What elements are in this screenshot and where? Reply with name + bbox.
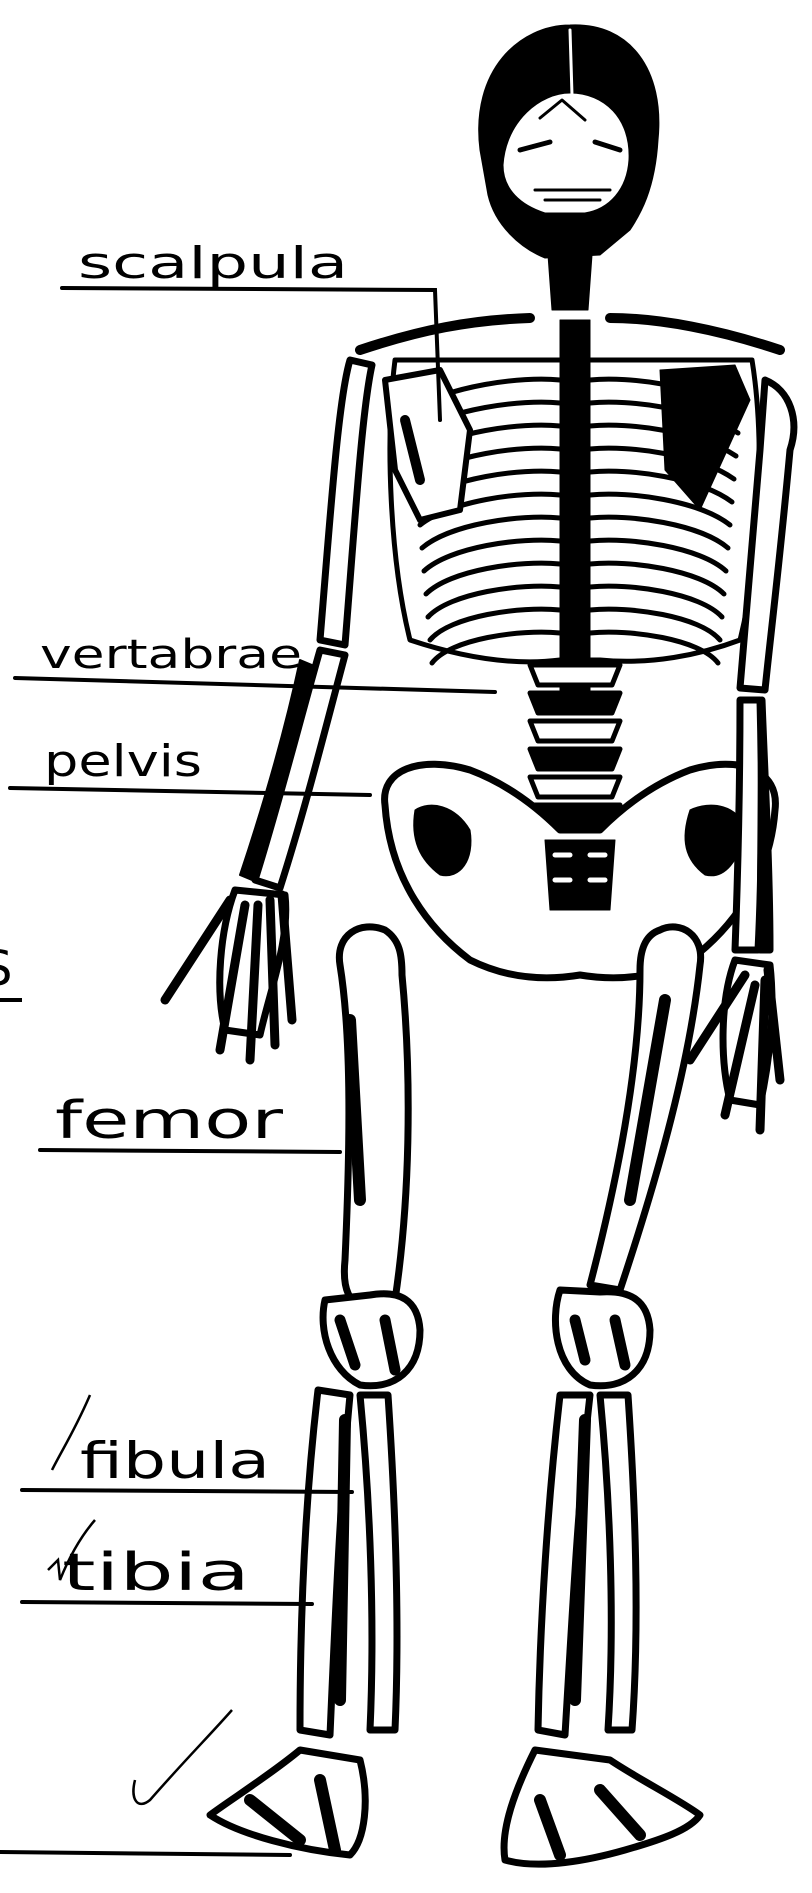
fibula-leader <box>22 1490 352 1492</box>
lumbar-vertebra <box>530 721 620 741</box>
lumbar-vertebra <box>530 693 620 713</box>
labels: scalpula vertabrae pelvis femor fibula t… <box>0 238 348 1603</box>
lumbar-vertebra <box>530 777 620 797</box>
lumbar-vertebra <box>530 665 620 685</box>
label-tibia: tibia <box>62 1543 250 1603</box>
pelvis-leader <box>10 788 370 795</box>
label-scapula: scalpula <box>78 238 348 289</box>
scapula-leader <box>62 288 440 420</box>
left-clavicle <box>360 318 530 350</box>
cervical-spine <box>548 255 592 310</box>
skeleton-illustration <box>165 25 794 1864</box>
label-vertebrae: vertabrae <box>40 632 302 678</box>
foot-leader <box>0 1852 290 1855</box>
label-pelvis: pelvis <box>44 736 202 787</box>
right-clavicle <box>610 318 780 350</box>
label-fibula: fibula <box>80 1432 270 1490</box>
lumbar-vertebra <box>530 749 620 769</box>
right-leg <box>504 927 701 1864</box>
left-leg <box>210 927 420 1855</box>
label-partial: S <box>0 941 12 997</box>
vertebrae-leader <box>15 678 495 692</box>
check-mark-foot <box>133 1710 232 1804</box>
label-femur: femor <box>55 1091 284 1151</box>
skull <box>479 25 659 258</box>
